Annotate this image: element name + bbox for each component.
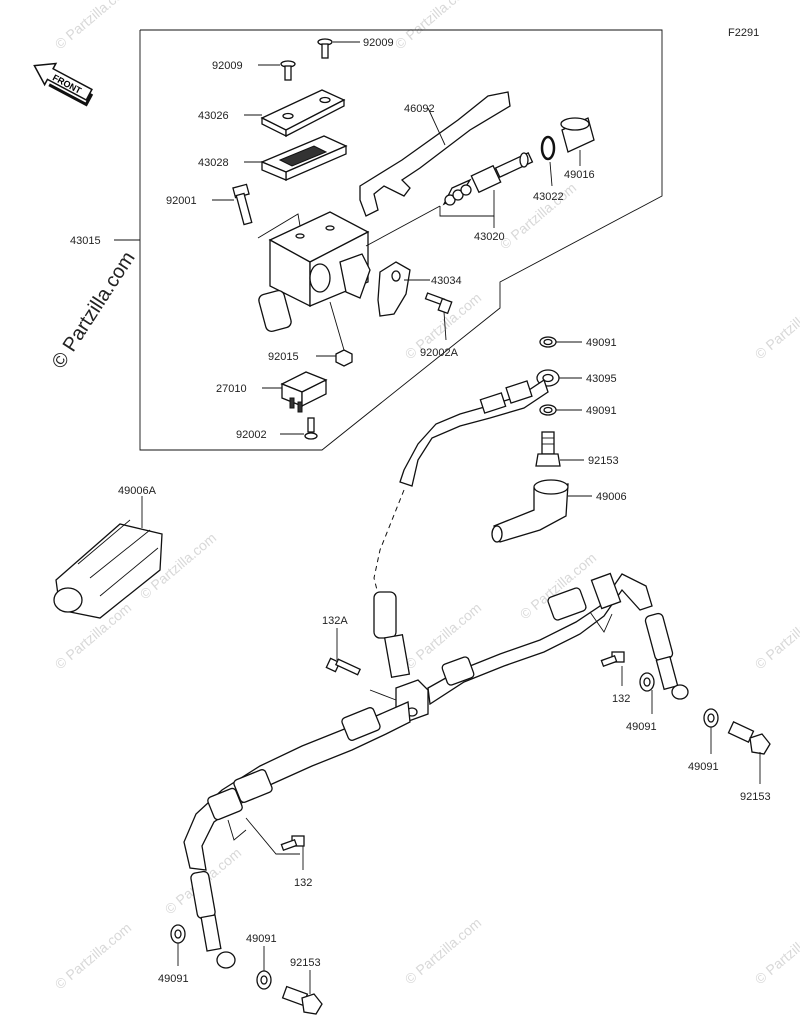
part-label[interactable]: 49006 xyxy=(596,491,627,503)
part-label[interactable]: 132 xyxy=(294,877,312,889)
watermark-tile: © Partzilla.com xyxy=(402,599,485,672)
part-label[interactable]: 43020 xyxy=(474,231,505,243)
banjo-bolt-92153-top xyxy=(535,431,584,467)
part-label[interactable]: 49091 xyxy=(688,761,719,773)
part-label[interactable]: 92001 xyxy=(166,195,197,207)
assembly-outline xyxy=(139,29,663,451)
washer-49091-left-b xyxy=(256,946,272,990)
bolt-132-left xyxy=(280,835,305,870)
switch-27010 xyxy=(262,371,328,413)
part-label[interactable]: 92153 xyxy=(588,455,619,467)
master-cylinder-body xyxy=(257,205,441,333)
part-label[interactable]: 49091 xyxy=(586,337,617,349)
circlip-43022 xyxy=(540,135,556,187)
part-label[interactable]: 43022 xyxy=(533,191,564,203)
washer-49091-top xyxy=(539,336,582,348)
upper-brake-hose xyxy=(373,378,549,595)
bolt-132-right xyxy=(600,651,625,686)
cover-49006a xyxy=(53,496,163,619)
part-label[interactable]: 49016 xyxy=(564,169,595,181)
watermark-tile: © Partzilla.com xyxy=(392,0,475,52)
part-label[interactable]: 132A xyxy=(322,615,348,627)
figure-code: F2291 xyxy=(728,27,759,39)
hose-to-splitter xyxy=(373,591,411,679)
washer-49091-mid xyxy=(539,404,582,416)
left-brake-hose xyxy=(183,701,411,969)
part-label[interactable]: 92009 xyxy=(363,37,394,49)
washer-49091-right-b xyxy=(703,708,719,754)
part-label[interactable]: 43095 xyxy=(586,373,617,385)
screw-92009-right xyxy=(317,38,360,59)
banjo-bolt-92153-left xyxy=(281,970,323,1015)
part-label[interactable]: 49091 xyxy=(626,721,657,733)
part-label[interactable]: 92009 xyxy=(212,60,243,72)
part-label[interactable]: 132 xyxy=(612,693,630,705)
bolt-92002a xyxy=(424,292,453,341)
piston-kit-43020 xyxy=(439,151,534,228)
bolt-92001 xyxy=(212,183,253,226)
part-label[interactable]: 92002A xyxy=(420,347,459,359)
right-brake-hose xyxy=(427,572,689,706)
watermark-tile: © Partzilla.com xyxy=(752,599,800,672)
reservoir-cap-43026 xyxy=(244,89,346,138)
brake-lever-46092 xyxy=(359,91,511,217)
front-arrow-icon: FRONT xyxy=(33,62,94,107)
part-label[interactable]: 27010 xyxy=(216,383,247,395)
part-label[interactable]: 43015 xyxy=(70,235,101,247)
part-label[interactable]: 49091 xyxy=(586,405,617,417)
part-label[interactable]: 49006A xyxy=(118,485,157,497)
banjo-43095 xyxy=(536,369,582,387)
washer-49091-right-a xyxy=(639,672,655,714)
watermark-main: © Partzilla.com xyxy=(48,248,140,373)
watermark-tile: © Partzilla.com xyxy=(752,289,800,362)
part-label[interactable]: 46092 xyxy=(404,103,435,115)
screw-92002 xyxy=(280,417,318,440)
part-label[interactable]: 92015 xyxy=(268,351,299,363)
washer-49091-left-a xyxy=(170,924,186,966)
part-labels: 43015 92009 92009 43026 43028 92001 4609… xyxy=(70,37,771,985)
part-label[interactable]: 92002 xyxy=(236,429,267,441)
clamp-43034 xyxy=(377,261,430,317)
cap-49006 xyxy=(491,479,592,543)
watermark-tile: © Partzilla.com xyxy=(52,0,135,52)
part-label[interactable]: 92153 xyxy=(740,791,771,803)
banjo-bolt-92153-right xyxy=(727,721,771,784)
nut-92015 xyxy=(316,301,353,367)
part-label[interactable]: 49091 xyxy=(246,933,277,945)
boot-49016 xyxy=(560,117,595,166)
part-label[interactable]: 49091 xyxy=(158,973,189,985)
part-label[interactable]: 43034 xyxy=(431,275,462,287)
bolt-132a xyxy=(325,628,362,676)
part-label[interactable]: 43028 xyxy=(198,157,229,169)
diaphragm-43028 xyxy=(244,135,348,181)
watermark-tile: © Partzilla.com xyxy=(402,914,485,987)
watermark-tile: © Partzilla.com xyxy=(752,914,800,987)
watermark-tile: © Partzilla.com xyxy=(52,919,135,992)
screw-92009-left xyxy=(258,60,296,81)
part-label[interactable]: 92153 xyxy=(290,957,321,969)
part-label[interactable]: 43026 xyxy=(198,110,229,122)
